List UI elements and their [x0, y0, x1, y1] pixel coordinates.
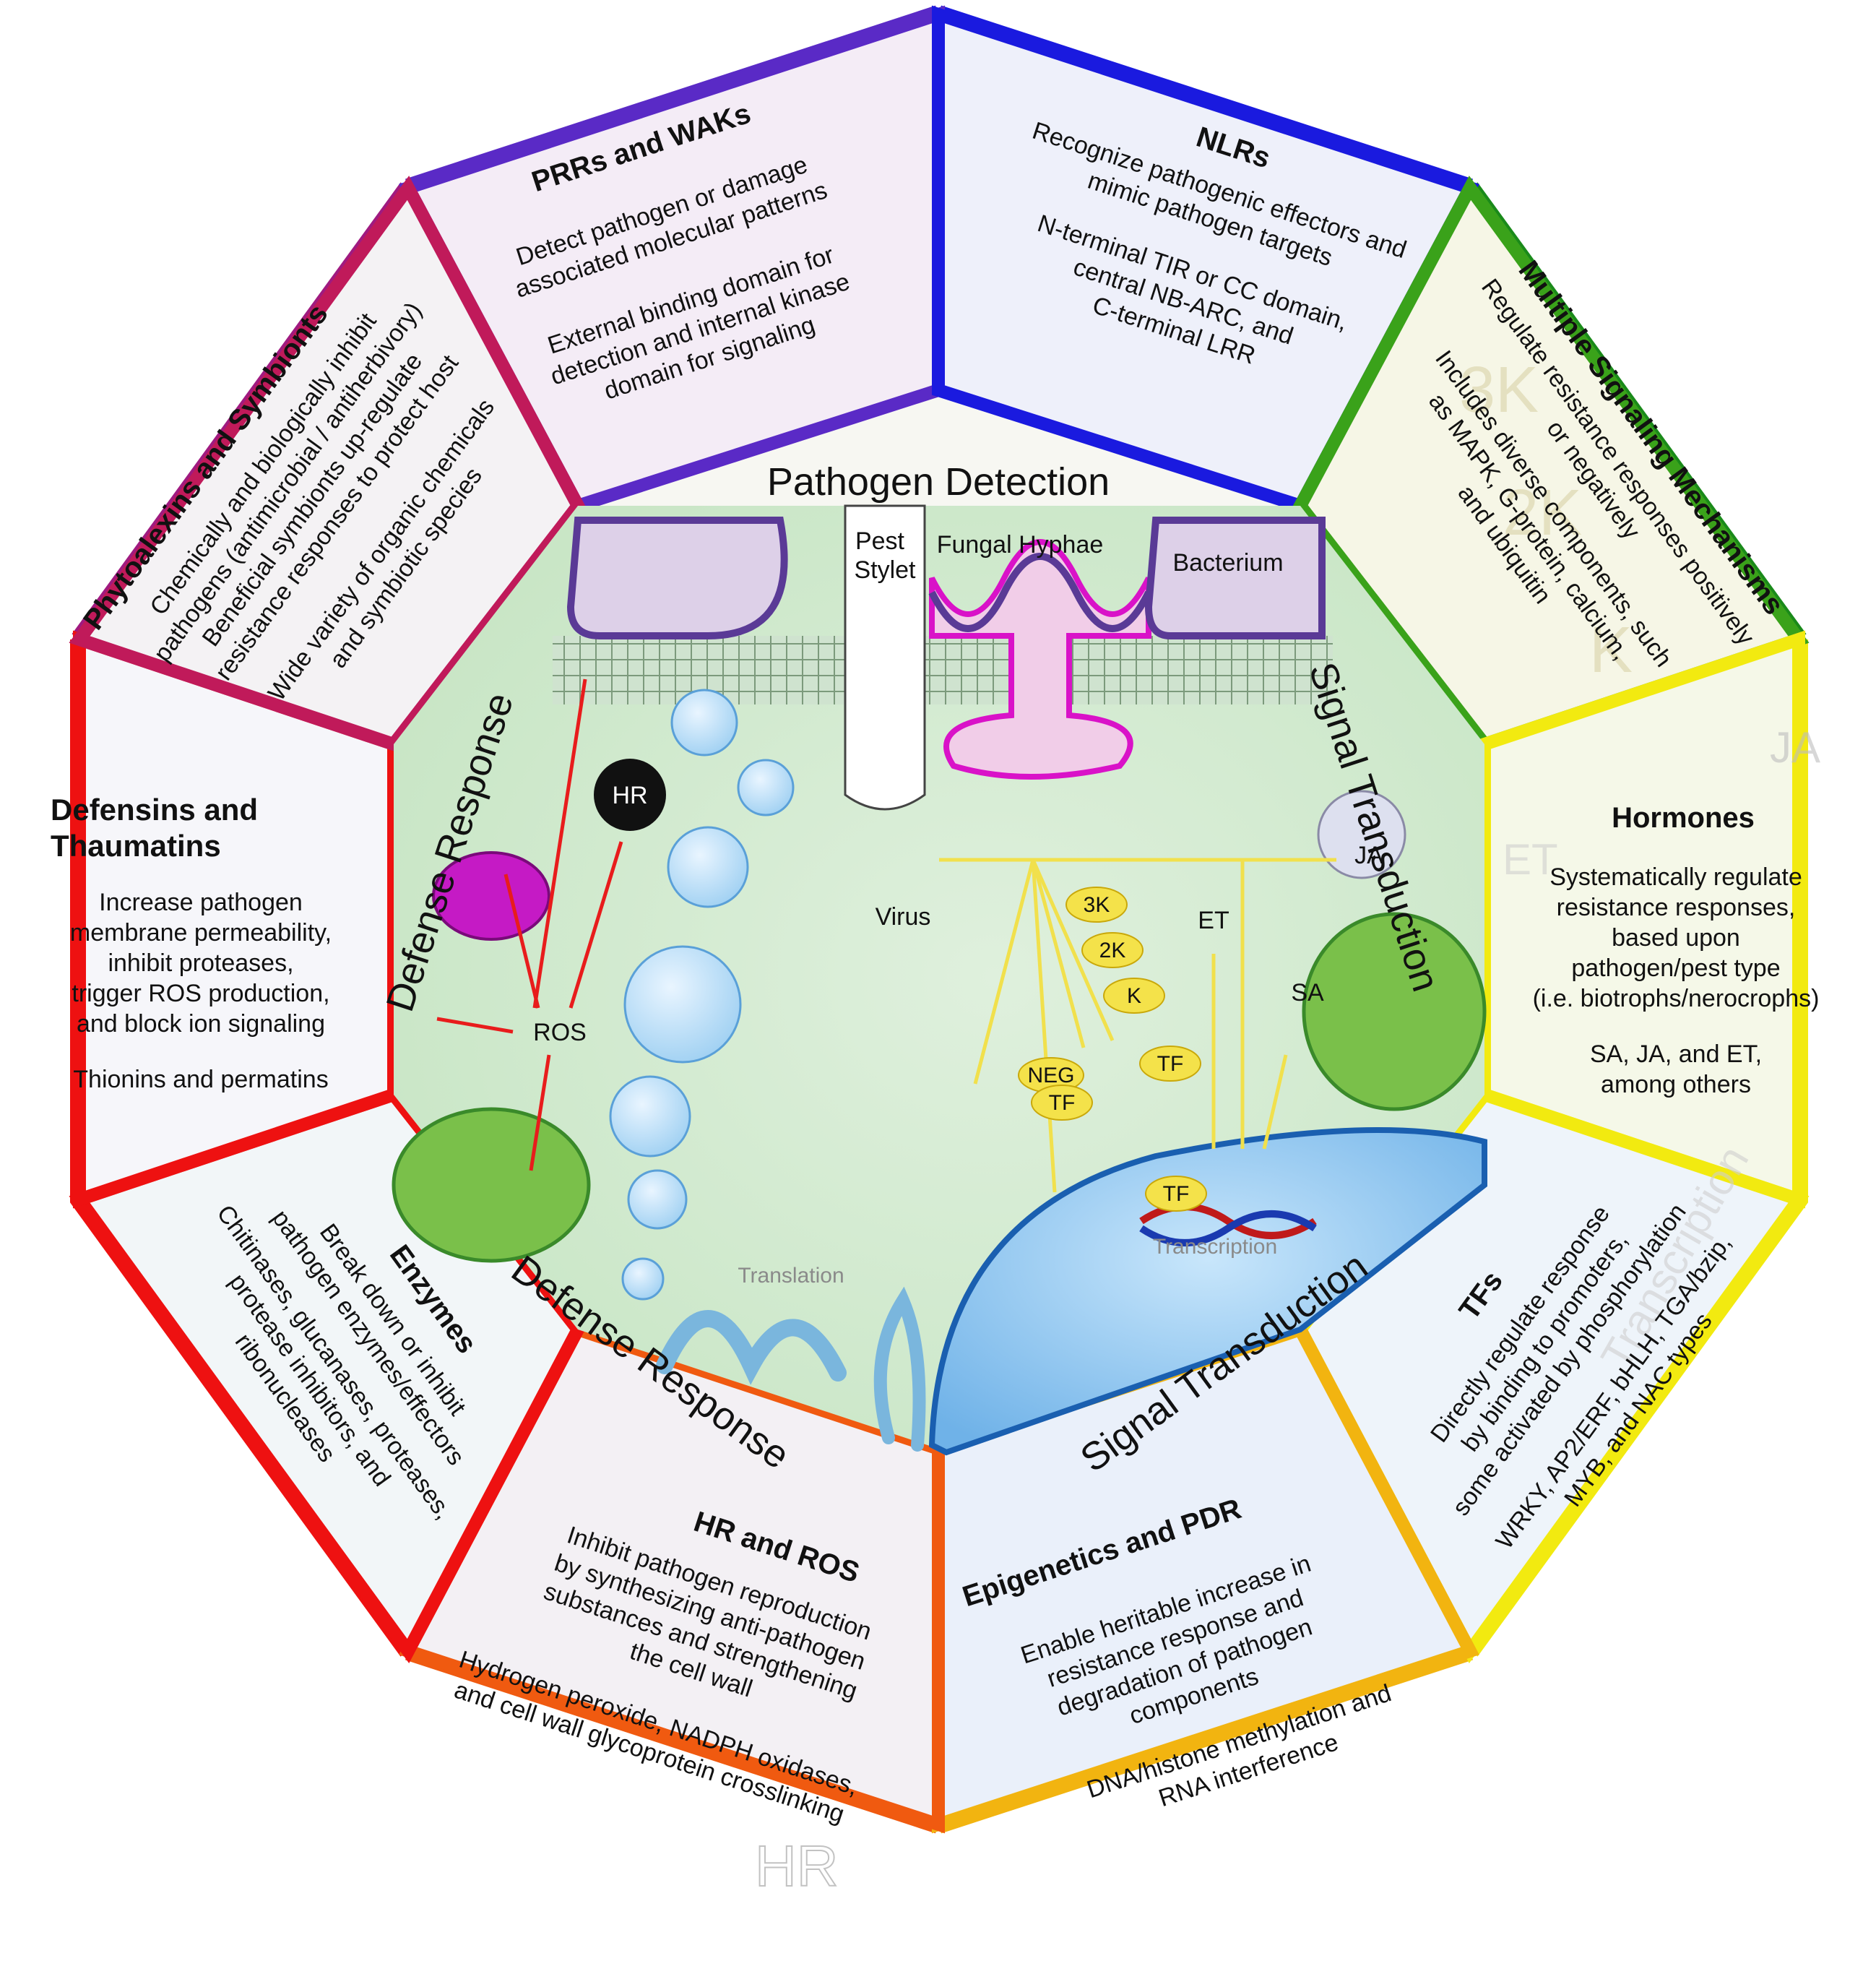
- kinase-k: [1103, 978, 1165, 1014]
- ros-arrow: [529, 1054, 551, 1171]
- ros-arrow: [532, 678, 587, 1009]
- label-ja: JA: [1354, 842, 1383, 869]
- label-ros: ROS: [533, 1019, 587, 1046]
- golgi: [656, 1310, 847, 1385]
- defensins-line-2: membrane permeability,: [70, 919, 332, 947]
- panel-tiles: [69, 5, 1810, 1834]
- label-tf-1: TF: [1157, 1052, 1184, 1076]
- kinase-3k: [1065, 887, 1128, 923]
- signal-arrow: [1031, 859, 1057, 1193]
- label-hr: HR: [612, 782, 647, 809]
- fungal-hyphae: [929, 539, 1151, 780]
- ja-organelle: [1317, 790, 1406, 879]
- chloroplast-right: [1302, 912, 1487, 1111]
- vesicle: [621, 1257, 665, 1301]
- bg-letter-hr: HR: [755, 1834, 839, 1898]
- hormones-line-7: SA, JA, and ET,: [1590, 1040, 1762, 1068]
- ros-arrows: [436, 678, 623, 1171]
- defensins-line-7: Thionins and permatins: [73, 1066, 328, 1093]
- bg-letter-et: ET: [1503, 835, 1558, 884]
- bacterium: [1144, 517, 1326, 639]
- tf-oval-nucleus: [1145, 1176, 1207, 1212]
- label-bacterium: Bacterium: [1172, 549, 1283, 577]
- er: [873, 1286, 926, 1452]
- bg-letter-ja: JA: [1770, 723, 1820, 772]
- nucleus: [928, 1127, 1487, 1456]
- label-tf-nucleus: TF: [1163, 1182, 1190, 1206]
- hormones-line-3: based upon: [1612, 924, 1740, 952]
- label-fungal-hyphae: Fungal Hyphae: [937, 531, 1104, 559]
- hormones-line-2: resistance responses,: [1557, 894, 1796, 921]
- signal-arrow: [973, 859, 1035, 1085]
- cell-labels: Pest Stylet Fungal Hyphae Bacterium HR R…: [533, 527, 1383, 1288]
- label-translation: Translation: [738, 1264, 844, 1288]
- hr-blob: [594, 759, 666, 831]
- label-pest: Pest: [855, 527, 905, 555]
- band-pathogen-detection: Pathogen Detection: [767, 460, 1110, 504]
- dna-helix-2: [1139, 1210, 1317, 1246]
- label-sa: SA: [1291, 979, 1324, 1007]
- defensins-line-3: inhibit proteases,: [108, 949, 293, 977]
- signal-arrow: [1031, 858, 1115, 1042]
- pathogen-cell-left: [566, 517, 788, 639]
- signal-arrow: [1262, 1054, 1288, 1150]
- label-stylet: Stylet: [854, 556, 916, 584]
- label-3k: 3K: [1084, 893, 1110, 917]
- chloroplast-left: [392, 1107, 591, 1263]
- defensins-line-4: trigger ROS production,: [72, 980, 329, 1007]
- vesicles: [609, 689, 795, 1301]
- signal-arrows: [939, 858, 1336, 1193]
- vesicle: [609, 1075, 691, 1158]
- mitochondrion: [432, 851, 550, 941]
- bg-letter-3k: 3K: [1459, 354, 1539, 426]
- cell-wall: [553, 636, 1333, 704]
- hyphae-outline: [928, 553, 1152, 632]
- tf-oval-1: [1139, 1046, 1201, 1082]
- label-et: ET: [1198, 907, 1229, 934]
- kinase-2k: [1081, 932, 1144, 968]
- label-k: K: [1127, 984, 1141, 1008]
- vesicle: [737, 759, 795, 816]
- tf-oval-2: [1031, 1085, 1093, 1121]
- vesicle: [670, 689, 738, 757]
- label-virus: Virus: [876, 903, 931, 931]
- ros-arrow: [569, 841, 623, 1009]
- hormones-line-5: (i.e. biotrophs/nerocrophs): [1533, 985, 1820, 1012]
- hormones-line-1: Systematically regulate: [1549, 863, 1802, 891]
- defensins-title-1: Defensins and: [51, 793, 258, 827]
- kinase-cascade: [1018, 887, 1207, 1212]
- center-cell: [392, 504, 1487, 1456]
- vesicle: [667, 826, 749, 908]
- bg-letter-2k: 2K: [1503, 477, 1582, 549]
- bg-letter-k: K: [1589, 614, 1633, 686]
- panel-hormones: Hormones Systematically regulate resista…: [1533, 802, 1820, 1098]
- vesicle: [623, 945, 742, 1064]
- label-tf-2: TF: [1049, 1091, 1076, 1115]
- signal-arrow: [1031, 859, 1086, 1048]
- defensins-line-1: Increase pathogen: [99, 889, 303, 916]
- hormones-line-8: among others: [1601, 1071, 1751, 1098]
- defensins-title-2: Thaumatins: [51, 829, 221, 863]
- label-2k: 2K: [1099, 939, 1126, 962]
- ros-arrow: [503, 874, 540, 1009]
- vesicle: [627, 1169, 688, 1230]
- hormones-title: Hormones: [1612, 802, 1755, 834]
- label-transcription: Transcription: [1153, 1235, 1277, 1259]
- defensins-line-5: and block ion signaling: [77, 1010, 325, 1038]
- label-neg: NEG: [1027, 1064, 1074, 1087]
- hormones-line-4: pathogen/pest type: [1571, 954, 1780, 982]
- panel-defensins: Defensins and Thaumatins Increase pathog…: [51, 793, 332, 1093]
- pest-stylet: [844, 504, 926, 811]
- ros-arrow: [436, 1017, 514, 1034]
